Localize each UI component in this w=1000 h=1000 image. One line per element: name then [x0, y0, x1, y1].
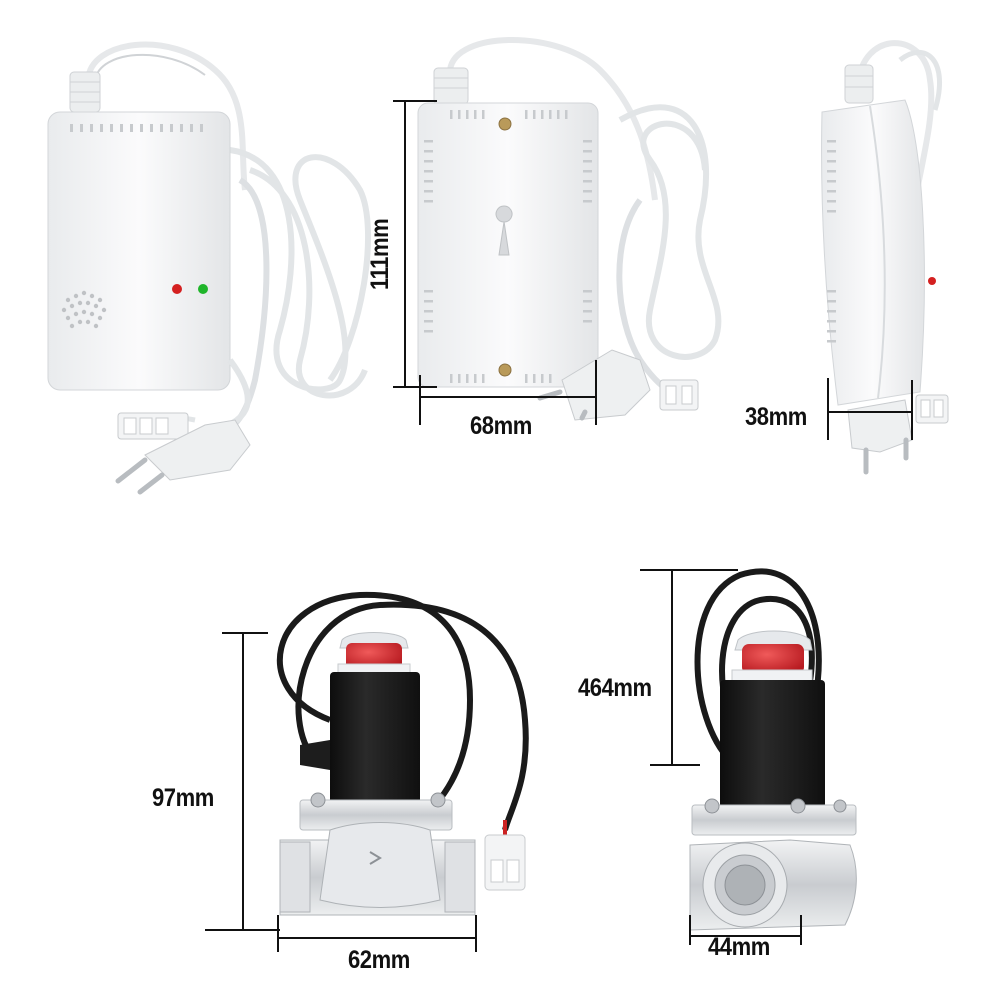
detector-side — [821, 40, 949, 475]
reset-button-icon — [346, 643, 402, 669]
valve-side-height-label: 464mm — [578, 674, 652, 702]
valve-length-label: 62mm — [348, 946, 410, 974]
detector-depth-label: 38mm — [745, 403, 807, 431]
green-led-icon — [198, 284, 208, 294]
dimension-lines — [205, 632, 477, 952]
connector-icon — [659, 379, 699, 411]
reset-button-icon — [742, 644, 804, 674]
connector-icon — [117, 412, 189, 440]
valve-front — [205, 591, 529, 952]
dimension-lines — [827, 378, 913, 440]
dimension-lines — [640, 569, 802, 945]
keyhole-icon — [495, 205, 513, 256]
connector-icon — [915, 394, 949, 424]
valve-width-label: 44mm — [708, 933, 770, 961]
speaker-grille-icon — [61, 290, 107, 329]
detector-width-label: 68mm — [470, 412, 532, 440]
power-plug-icon — [537, 349, 651, 421]
valve-height-label: 97mm — [152, 784, 214, 812]
power-plug-icon — [115, 419, 251, 495]
detector-height-label: 111mm — [366, 218, 394, 290]
dimension-lines — [393, 100, 597, 425]
detector-back — [393, 37, 722, 425]
valve-side — [640, 568, 857, 945]
detector-front — [47, 41, 372, 495]
red-led-icon — [172, 284, 182, 294]
power-plug-icon — [847, 399, 913, 475]
